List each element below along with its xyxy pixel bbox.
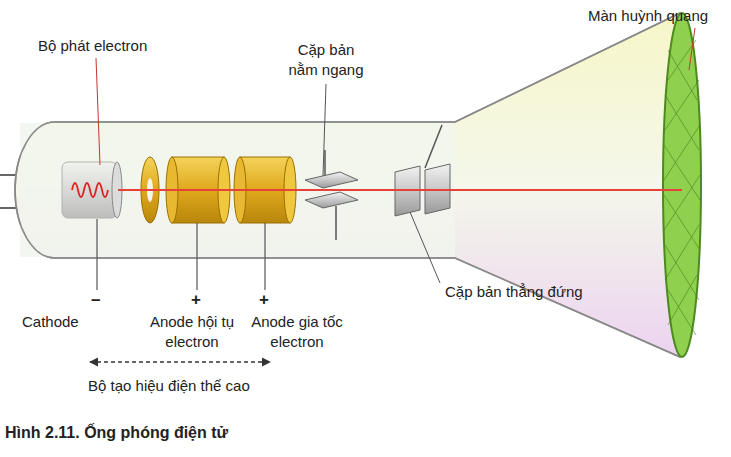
screen-label: Màn huỳnh quang [588, 6, 708, 26]
electrode-label: Anode gia tốc electron [247, 312, 347, 352]
polarity-sign: – [91, 290, 100, 310]
plate-label: Cặp bản nằm ngang [285, 40, 367, 80]
plate-label: Cặp bản thẳng đứng [445, 282, 583, 302]
group-label: Bộ tạo hiệu điện thế cao [88, 376, 250, 396]
figure-caption: Hình 2.11. Ống phóng điện tử [5, 424, 228, 442]
polarity-sign: + [191, 290, 201, 310]
electrode-label: Cathode [22, 312, 79, 332]
gun-label: Bộ phát electron [38, 36, 147, 56]
polarity-sign: + [259, 290, 269, 310]
electrode-label: Anode hội tụ electron [146, 312, 238, 352]
